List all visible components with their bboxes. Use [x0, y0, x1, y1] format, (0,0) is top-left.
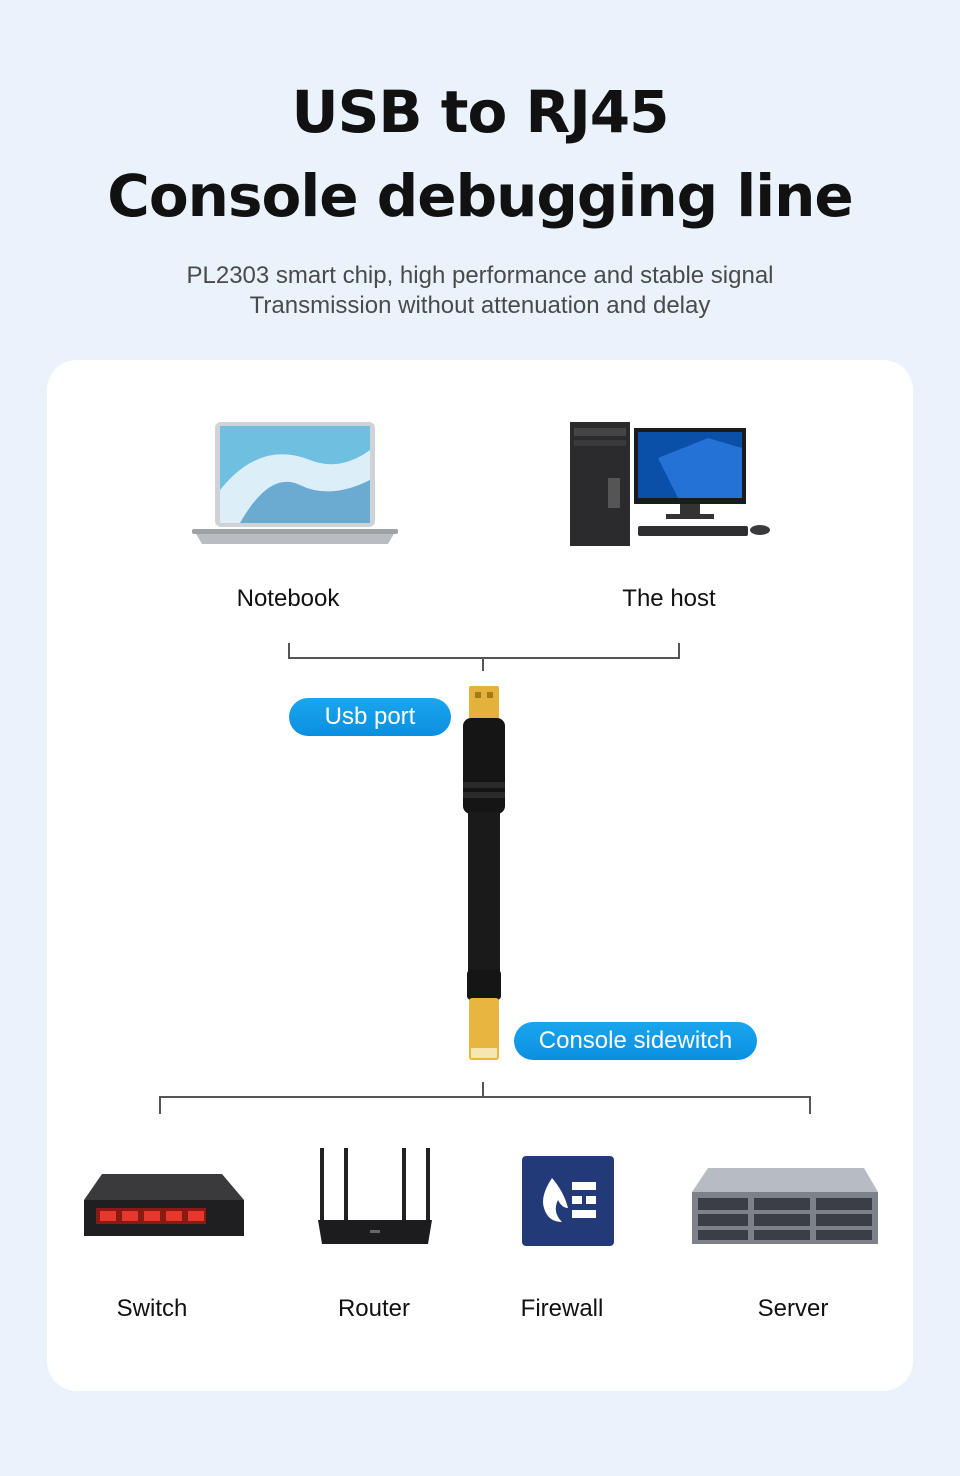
desktop-computer-icon — [570, 422, 770, 546]
bottom-bracket-left — [159, 1096, 161, 1114]
top-bracket-center — [482, 657, 484, 671]
firewall-icon — [522, 1156, 614, 1246]
device-label-notebook: Notebook — [236, 585, 340, 612]
device-label-switch: Switch — [116, 1295, 188, 1322]
device-label-firewall: Firewall — [520, 1295, 604, 1322]
top-bracket-left — [288, 643, 290, 659]
router-icon — [318, 1148, 432, 1244]
bottom-bracket-right — [809, 1096, 811, 1114]
network-switch-icon — [84, 1174, 244, 1236]
top-bracket-right — [678, 643, 680, 659]
top-bracket-horizontal — [288, 657, 680, 659]
device-label-router: Router — [337, 1295, 411, 1322]
device-label-host: The host — [622, 585, 716, 612]
rack-server-icon — [692, 1168, 878, 1244]
title-line-1: USB to RJ45 — [291, 78, 670, 146]
device-label-server: Server — [757, 1295, 829, 1322]
laptop-icon — [192, 422, 398, 544]
bottom-bracket-center — [482, 1082, 484, 1098]
title-line-2: Console debugging line — [107, 162, 853, 230]
subtitle-line-1: PL2303 smart chip, high performance and … — [186, 262, 774, 289]
usb-port-badge: Usb port — [289, 698, 451, 736]
console-side-badge: Console sidewitch — [514, 1022, 757, 1060]
bottom-bracket-horizontal — [159, 1096, 811, 1098]
usb-rj45-cable-icon — [463, 686, 505, 1060]
subtitle-line-2: Transmission without attenuation and del… — [249, 292, 711, 319]
